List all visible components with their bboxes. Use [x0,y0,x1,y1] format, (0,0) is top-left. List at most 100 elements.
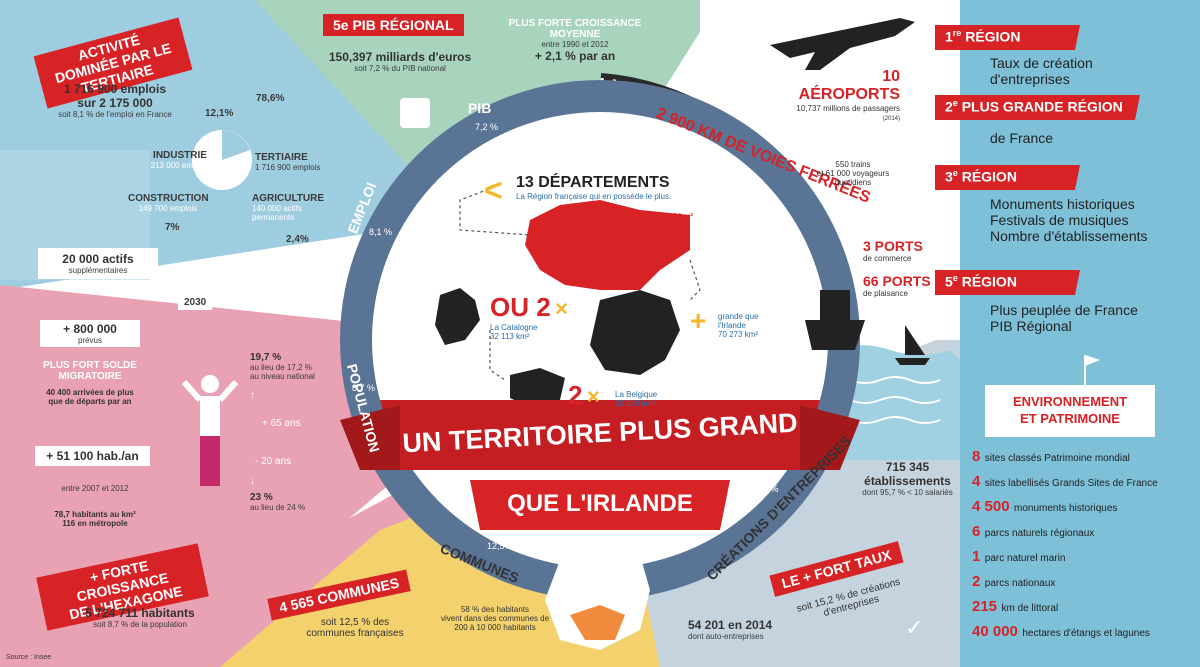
env-item: 8 sites classés Patrimoine mondial [972,448,1130,465]
arrow-down-icon: ↓ [250,476,255,487]
agriculture-val2: permanents [252,213,295,222]
belgique-text: La Belgique 30 528 km² [615,390,657,408]
etablissements-label: établissements [864,474,951,488]
agriculture-label: AGRICULTURE [252,193,325,204]
ring-population-pct: 8,7 % [352,383,376,393]
ring-communes-pct: 12,5% [487,541,513,551]
solde-block: PLUS FORT SOLDE MIGRATOIRE 40 400 arrivé… [30,360,150,406]
env-item: 6 parcs naturels régionaux [972,523,1095,540]
industrie-label: INDUSTRIE [153,150,207,161]
communes-note2: communes françaises [306,628,404,639]
person-icon [181,375,239,486]
ports-commerce-note: de commerce [863,254,912,263]
habitants-block: 5 724 711 habitants soit 8,7 % de la pop… [75,606,205,629]
trains2: et 61 000 voyageurs [816,169,890,178]
coins-icon [400,98,430,128]
banner-main [380,400,820,470]
density2: 116 en métropole [62,519,128,528]
region-on-france [570,605,625,640]
moins-20: - 20 ans [255,456,292,467]
arrow-up-icon: ↑ [250,390,255,401]
density-block: 78,7 habitants au km² 116 en métropole [40,510,150,528]
prevus: prévus [77,336,102,345]
trains-block: 550 trains et 61 000 voyageurs quotidien… [808,160,898,187]
communes-hab3: 200 à 10 000 habitants [454,623,536,632]
catalogne-label: La Catalogne [490,323,538,332]
hab-per-year-box: + 51 100 hab./an [35,446,150,466]
etablissements-block: 715 345 établissements dont 95,7 % < 10 … [860,460,955,497]
pib-title: 5e PIB RÉGIONAL [323,14,464,36]
construction-block: CONSTRUCTION 149 700 emplois [128,193,209,213]
belgique-map [510,368,565,410]
pib-title-text: 5e PIB RÉGIONAL [333,17,454,33]
lt-symbol: < [484,172,503,208]
catalogne-block: OU 2 × La Catalogne 32 113 km² [490,292,568,341]
airports-title: 10 AÉROPORTS [798,68,900,103]
env-item: 4 sites labellisés Grands Sites de Franc… [972,473,1158,490]
construction-val: 149 700 emplois [138,204,198,213]
pct-old-note2: au niveau national [250,372,315,381]
ports-commerce: 3 PORTS [863,238,923,254]
trains3: quotidiens [834,178,872,187]
ring-entreprises-pct: 15,2% [753,484,779,494]
belgique-area: 30 528 km² [615,399,656,408]
agriculture-val1: 140 000 actifs [252,204,302,213]
jobs-note: soit 8,1 % de l'emploi en France [58,110,172,119]
density1: 78,7 habitants au km² [54,510,136,519]
airports-year: (2014) [882,116,900,122]
habitants: 5 724 711 habitants [85,606,195,620]
entreprises-year-note: dont auto-entreprises [688,632,764,641]
plus-800000-box: + 800 000 prévus [40,320,140,347]
belgique-block: 2 × [568,380,600,410]
ranking-1-title: 1re RÉGION [945,28,1021,45]
hab-note: entre 2007 et 2012 [61,484,129,493]
communes-note1: soit 12,5 % des [320,617,390,628]
ranking-3-desc: Monuments historiques Festivals de musiq… [990,196,1148,244]
industrie-pct: 12,1% [205,108,234,119]
region-area: 72 724 km² [652,212,693,221]
industrie-block: INDUSTRIE 213 000 emplois [140,150,220,170]
irlande-line2: l'Irlande [718,321,746,330]
env-item: 40 000 hectares d'étangs et lagunes [972,623,1150,640]
banner-line2: QUE L'IRLANDE [507,490,693,517]
agriculture-pct: 2,4% [286,234,309,245]
construction-pct: 7% [165,222,180,233]
env-item: 2 parcs nationaux [972,573,1056,590]
old-pct-block: 19,7 % au lieu de 17,2 % au niveau natio… [250,352,315,381]
ranking-2-title: 2e PLUS GRANDE RÉGION [945,98,1123,115]
trains1: 550 trains [835,160,871,169]
sailboat-icon [905,325,925,355]
tertiaire-pct: 78,6% [256,93,285,104]
tertiaire-block: TERTIAIRE 1 716 900 emplois [255,152,320,172]
pct-old: 19,7 % [250,352,282,363]
transport-sector [700,0,960,340]
pib-note: soit 7,2 % du PIB national [354,64,446,73]
growth-note: entre 1990 et 2012 [541,40,609,49]
airports-note: 10,737 millions de passagers [796,104,900,113]
tertiaire-val: 1 716 900 emplois [255,163,321,172]
entreprises-year-block: 54 201 en 2014 dont auto-entreprises [688,618,772,641]
airports-block: 10 AÉROPORTS 10,737 millions de passager… [790,68,900,122]
irlande-block: grande que l'Irlande 70 273 km² [718,312,758,339]
env-item: 1 parc naturel marin [972,548,1066,565]
env-title2: ET PATRIMOINE [1020,411,1120,426]
irlande-area: 70 273 km² [718,330,759,339]
communes-hab2: vivent dans des communes de [440,614,550,623]
ring-pib-label: PIB [468,100,492,116]
actifs-box: 20 000 actifs supplémentaires [38,248,158,279]
pct-young: 23 % [250,492,273,503]
checkmark-icon: ✓ [905,615,924,640]
catalogne-area: 32 113 km² [490,332,530,341]
ranking-1-desc: Taux de création d'entreprises [990,55,1093,87]
construction-label: CONSTRUCTION [128,193,209,204]
communes-hab1: 58 % des habitants [460,605,530,614]
env-item: 215 km de littoral [972,598,1059,615]
env-title: ENVIRONNEMENT ET PATRIMOINE [985,393,1155,427]
actifs-note: supplémentaires [68,266,128,275]
plus-65: + 65 ans [262,418,301,429]
entreprises-year: 54 201 en 2014 [688,618,773,632]
growth-title1: PLUS FORTE CROISSANCE [508,18,642,29]
actifs-value: 20 000 actifs [62,252,134,266]
ring-emploi-pct: 8,1 % [369,227,393,237]
